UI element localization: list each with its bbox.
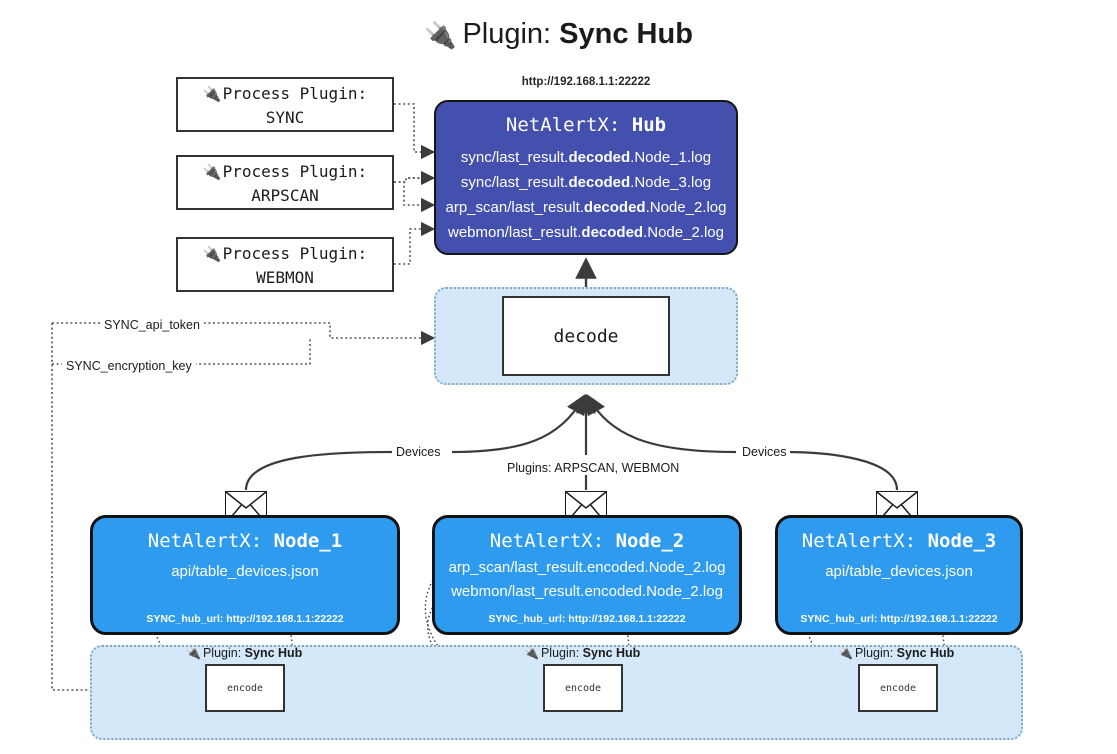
node-1-hub-url: SYNC_hub_url: http://192.168.1.1:22222 [146,613,344,625]
node-3-hub-url: SYNC_hub_url: http://192.168.1.1:22222 [800,613,998,625]
encode-box-node-3[interactable]: encode [858,664,938,712]
process-plugin-arpscan-name: ARPSCAN [251,186,319,205]
plug-icon: 🔌 [186,646,201,660]
node-1-title: NetAlertX: Node_1 [147,530,343,552]
node-1[interactable]: NetAlertX: Node_1 api/table_devices.json… [90,515,400,635]
process-plugin-webmon-name: WEBMON [256,268,314,287]
page-title-prefix: Plugin: [462,18,560,50]
decode-box[interactable]: decode [502,296,670,376]
edge-label-api-token: SYNC_api_token [100,318,204,332]
node-2-hub-url: SYNC_hub_url: http://192.168.1.1:22222 [488,613,686,625]
plug-icon: 🔌 [202,163,222,181]
node-3-plugin-label: 🔌Plugin: Sync Hub [838,646,955,660]
node-3-line: api/table_devices.json [825,563,973,580]
page-title: 🔌Plugin: Sync Hub [0,16,1117,52]
plug-icon: 🔌 [424,20,457,50]
edge-label-plugins: Plugins: ARPSCAN, WEBMON [503,461,684,475]
node-3[interactable]: NetAlertX: Node_3 api/table_devices.json… [775,515,1023,635]
hub-log-item: sync/last_result.decoded.Node_1.log [460,149,712,166]
encode-box-node-2[interactable]: encode [543,664,623,712]
plug-icon: 🔌 [202,245,222,263]
node-2[interactable]: NetAlertX: Node_2 arp_scan/last_result.e… [432,515,742,635]
node-1-plugin-label: 🔌Plugin: Sync Hub [186,646,303,660]
node-2-title: NetAlertX: Node_2 [489,530,685,552]
hub-title: NetAlertX: Hub [505,114,667,136]
node-2-line: webmon/last_result.encoded.Node_2.log [451,583,723,600]
plug-icon: 🔌 [202,85,222,103]
hub-log-item: sync/last_result.decoded.Node_3.log [460,174,712,191]
process-plugin-sync-line1: 🔌Process Plugin: [202,84,368,103]
process-plugin-sync[interactable]: 🔌Process Plugin: SYNC [176,77,394,132]
hub-url-label: http://192.168.1.1:22222 [521,76,651,88]
edge-label-devices-left: Devices [392,445,445,459]
node-2-plugin-label: 🔌Plugin: Sync Hub [524,646,641,660]
node-3-title: NetAlertX: Node_3 [801,530,997,552]
process-plugin-arpscan[interactable]: 🔌Process Plugin: ARPSCAN [176,155,394,210]
hub-log-item: arp_scan/last_result.decoded.Node_2.log [445,199,727,216]
encode-box-node-1[interactable]: encode [205,664,285,712]
hub-log-item: webmon/last_result.decoded.Node_2.log [448,224,724,241]
node-2-line: arp_scan/last_result.encoded.Node_2.log [448,559,726,576]
hub-log-list: sync/last_result.decoded.Node_1.log sync… [436,145,736,245]
hub-node[interactable]: NetAlertX: Hub sync/last_result.decoded.… [434,100,738,255]
node-1-line: api/table_devices.json [171,563,319,580]
plug-icon: 🔌 [838,646,853,660]
edge-label-encryption-key: SYNC_encryption_key [62,359,196,373]
process-plugin-webmon[interactable]: 🔌Process Plugin: WEBMON [176,237,394,292]
process-plugin-sync-name: SYNC [265,108,305,127]
edge-label-devices-right: Devices [738,445,791,459]
page-title-name: Sync Hub [559,18,693,50]
plug-icon: 🔌 [524,646,539,660]
process-plugin-webmon-line1: 🔌Process Plugin: [202,244,368,263]
process-plugin-arpscan-line1: 🔌Process Plugin: [202,162,368,181]
